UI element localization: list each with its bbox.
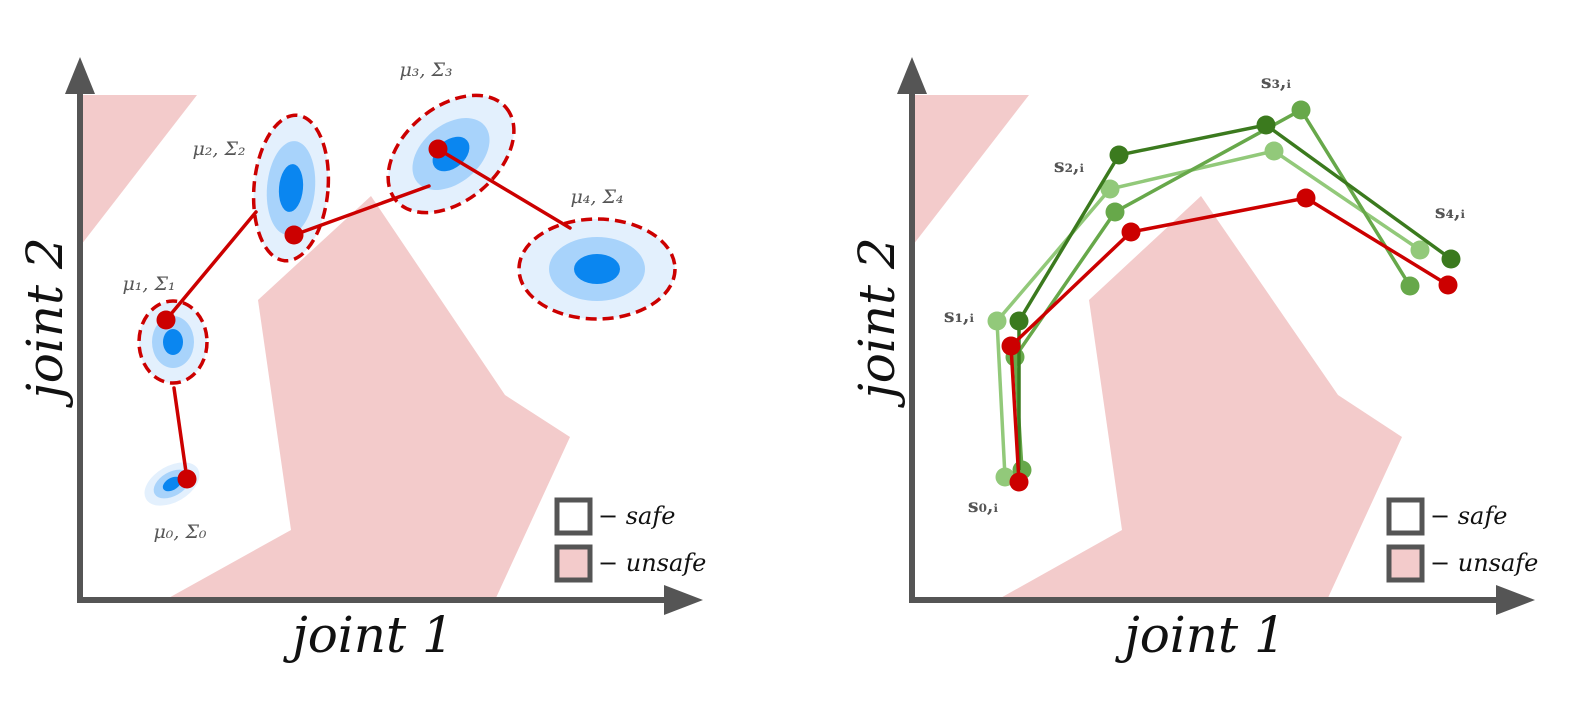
unsafe-region-top-left [913,95,1029,245]
axes [65,57,703,615]
unsafe-region-central [997,196,1402,600]
label-s0i: s₀,ᵢ [968,495,999,517]
mean-path-segment-0 [172,386,189,481]
x-axis-label: joint 1 [282,606,454,664]
mean-trajectory-point-0 [1009,472,1029,492]
gaussian-1 [137,299,209,385]
label-mu0-sigma0: μ₀, Σ₀ [153,521,206,543]
legend-safe-label: − safe [1430,502,1507,530]
label-mu4-sigma4: μ₄, Σ₄ [570,186,623,208]
gaussian-4 [517,217,677,321]
label-mu1-sigma1: μ₁, Σ₁ [122,273,175,295]
mean-trajectory-point-4 [1438,275,1458,295]
label-s2i: s₂,ᵢ [1054,155,1085,177]
legend-unsafe-label: − unsafe [1430,549,1538,577]
mean-path-segment-1 [164,210,258,322]
left-panel: joint 1 joint 2 [16,57,706,664]
sample-trajectory-light [987,141,1430,487]
y-axis-label: joint 2 [16,237,74,409]
mean-trajectory-point-2 [1121,222,1141,242]
gaussian-0 [144,462,200,506]
legend: − safe − unsafe [1386,497,1538,583]
label-mu3-sigma3: μ₃, Σ₃ [399,59,452,81]
unsafe-regions [913,95,1402,600]
unsafe-region-central [165,196,570,600]
legend-safe-swatch [554,497,593,536]
y-axis-arrow [897,57,927,94]
x-axis-arrow [1496,585,1535,615]
legend: − safe − unsafe [554,497,706,583]
sample-mid-point-2 [1105,202,1125,222]
sample-light-point-1 [987,311,1007,331]
sample-dark-point-4 [1441,249,1461,269]
legend-unsafe-swatch [554,544,593,583]
mean-path-segment-2 [292,184,431,237]
gaussian-4-inner [574,254,620,284]
unsafe-region-top-left [81,95,197,245]
mean-points [156,139,448,489]
mean-path-segment-3 [436,147,572,230]
mean-path [164,147,572,481]
mean-trajectory [1001,188,1458,492]
label-s4i: s₄,ᵢ [1435,201,1466,223]
gaussian-2 [251,113,331,263]
gaussian-2-inner [278,164,304,212]
mean-trajectory-point-1 [1001,336,1021,356]
legend-safe-label: − safe [598,502,675,530]
gaussian-0-inner [162,476,182,492]
unsafe-regions [81,95,570,600]
x-axis-label: joint 1 [1114,606,1286,664]
label-s1i: s₁,ᵢ [944,305,975,327]
y-axis-arrow [65,57,95,94]
label-s3i: s₃,ᵢ [1261,71,1292,93]
label-mu2-sigma2: μ₂, Σ₂ [192,138,245,160]
sample-trajectory-dark [1009,115,1461,470]
mean-point-3 [428,139,448,159]
sample-dark-point-1 [1009,311,1029,331]
sample-dark-point-2 [1109,145,1129,165]
legend-unsafe-label: − unsafe [598,549,706,577]
gaussian-3 [386,93,516,215]
sample-dark-point-3 [1256,115,1276,135]
mean-point-1 [156,310,176,330]
legend-safe-swatch [1386,497,1425,536]
mean-trajectory-point-3 [1296,188,1316,208]
x-axis-arrow [664,585,703,615]
legend-unsafe-swatch [1386,544,1425,583]
y-axis-label: joint 2 [848,237,906,409]
sample-light-point-3 [1264,141,1284,161]
sample-light-point-4 [1410,240,1430,260]
axes [897,57,1535,615]
sample-mid-point-3 [1291,100,1311,120]
gaussian-1-inner [163,329,183,355]
sample-mid-point-4 [1400,276,1420,296]
mean-point-2 [284,225,304,245]
right-panel: joint 1 joint 2 [848,57,1538,664]
mean-point-0 [177,469,197,489]
sample-light-point-2 [1100,179,1120,199]
